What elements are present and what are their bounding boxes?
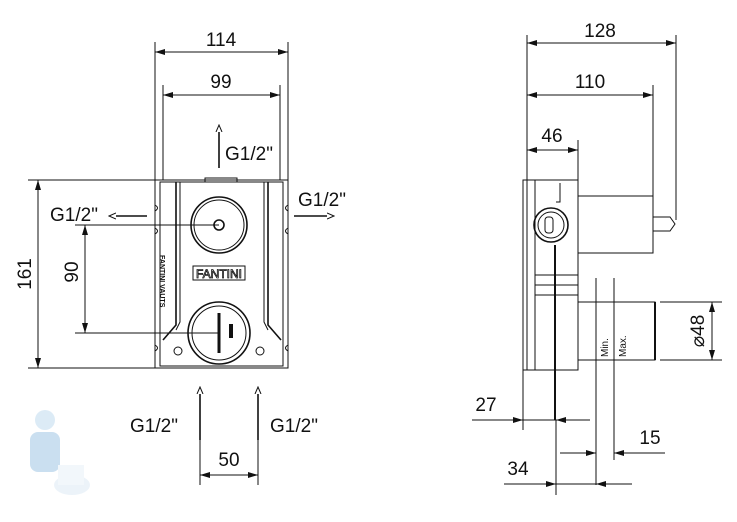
- dim-width-overall: 114: [206, 30, 237, 51]
- dim-inlet-spacing: 50: [218, 450, 239, 471]
- watermark-mascot: [30, 410, 90, 495]
- dim-depth-overall: 128: [584, 21, 616, 42]
- connection-left-label: G1/2": [50, 205, 98, 226]
- dim-outlet-spacing: 90: [62, 261, 83, 282]
- thermostat-knob: [187, 301, 251, 365]
- connection-bottom-left-label: G1/2": [130, 416, 178, 437]
- connection-top-label: G1/2": [225, 144, 273, 165]
- dim-height-overall: 161: [15, 258, 36, 290]
- side-view: 128 110 46 Min. Max. ⌀48: [472, 21, 722, 495]
- brand-logo: FANTINI: [196, 267, 242, 281]
- dim-diameter: ⌀48: [688, 315, 709, 348]
- box-outline: [154, 179, 289, 369]
- dim-depth-pipe: 110: [575, 72, 605, 93]
- min-label: Min.: [600, 338, 611, 357]
- dim-27: 27: [475, 395, 496, 416]
- dim-depth-body: 46: [541, 126, 562, 147]
- side-label: FANTINI VAUTS: [158, 255, 165, 308]
- dim-34: 34: [507, 459, 529, 480]
- max-label: Max.: [618, 335, 629, 357]
- connection-right-label: G1/2": [298, 190, 346, 211]
- connection-bottom-right-label: G1/2": [270, 416, 318, 437]
- front-view: 114 99 161 90 50 FANTINI VAUTS FANTINI: [15, 30, 346, 485]
- dim-width-inner: 99: [210, 72, 231, 93]
- dim-15: 15: [639, 428, 660, 449]
- diverter-knob: [190, 196, 248, 254]
